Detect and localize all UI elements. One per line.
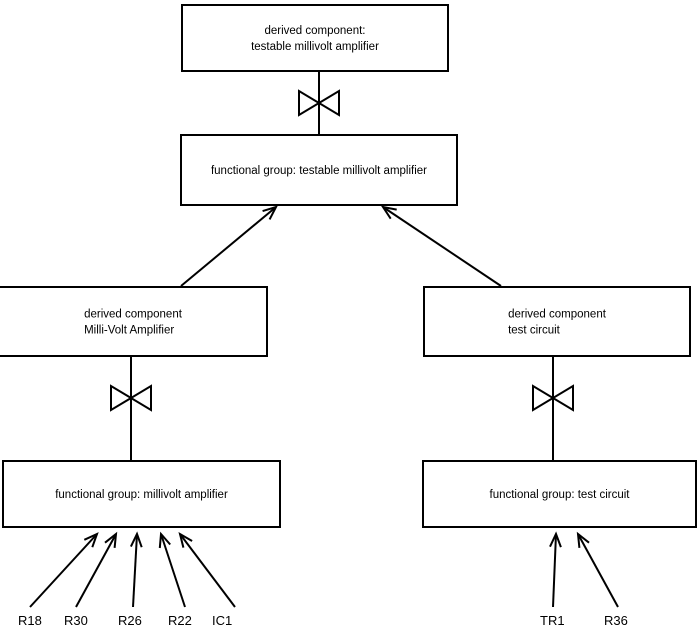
arrow-arrow-r36 xyxy=(576,531,619,608)
leaf-tr1: TR1 xyxy=(540,613,565,628)
arrow-head xyxy=(158,531,171,549)
bowtie-left-triangle xyxy=(110,384,133,412)
node-box[interactable] xyxy=(181,4,449,72)
leaf-r18: R18 xyxy=(18,613,42,628)
node-box[interactable] xyxy=(423,286,691,357)
node-box[interactable] xyxy=(0,286,268,357)
arrow-shaft xyxy=(552,533,557,608)
bowtie-right-triangle xyxy=(129,384,152,412)
leaf-r30: R30 xyxy=(64,613,88,628)
arrow-arrow-r30 xyxy=(75,531,118,608)
arrow-shaft xyxy=(577,533,619,608)
arrow-shaft xyxy=(29,533,98,608)
node-label-line: functional group: millivolt amplifier xyxy=(55,489,228,501)
arrow-arrow-ic1 xyxy=(178,531,236,608)
arrow-head xyxy=(83,532,99,548)
arrows-layer xyxy=(29,205,619,608)
bowtie-icon xyxy=(532,384,574,412)
leaf-ic1: IC1 xyxy=(212,613,232,628)
arrow-shaft xyxy=(75,533,117,608)
arrow-shaft xyxy=(180,206,277,287)
bowtie-left-triangle xyxy=(532,384,555,412)
arrow-arrow-tr1 xyxy=(549,531,562,608)
bowtie-right-triangle xyxy=(551,384,574,412)
arrow-arrow-left-derived-to-top-fg xyxy=(180,205,278,287)
arrow-head xyxy=(129,531,143,548)
node-right-derived-component[interactable]: derived component test circuit xyxy=(423,286,691,357)
arrow-arrow-right-derived-to-top-fg xyxy=(380,205,502,287)
node-left-functional-group[interactable]: functional group: millivolt amplifier xyxy=(2,460,281,528)
arrow-shaft xyxy=(179,533,236,608)
arrow-head xyxy=(104,531,118,549)
node-label-line: test circuit xyxy=(508,325,561,337)
bowtie-icon xyxy=(298,89,340,117)
node-label-line: derived component xyxy=(84,309,183,321)
node-label-line: derived component xyxy=(508,309,607,321)
node-top-derived-component[interactable]: derived component: testable millivolt amp… xyxy=(181,4,449,72)
bowtie-icon xyxy=(110,384,152,412)
arrow-head xyxy=(178,531,193,548)
leaf-r36: R36 xyxy=(604,613,628,628)
bowtie-left-triangle xyxy=(298,89,321,117)
leaf-labels-layer: R18 R30 R26 R22 IC1 TR1 R36 xyxy=(18,613,628,628)
node-label-line: testable millivolt amplifier xyxy=(251,41,379,53)
node-label-line: functional group: test circuit xyxy=(490,489,631,501)
arrow-head xyxy=(576,531,590,549)
arrow-arrow-r18 xyxy=(29,532,99,608)
node-box[interactable] xyxy=(2,460,281,528)
node-top-functional-group[interactable]: functional group: testable millivolt amp… xyxy=(180,134,458,206)
node-label-line: functional group: testable millivolt amp… xyxy=(211,165,427,177)
arrow-shaft xyxy=(382,206,502,287)
node-label-line: derived component: xyxy=(264,25,365,37)
node-right-functional-group[interactable]: functional group: test circuit xyxy=(422,460,697,528)
node-box[interactable] xyxy=(422,460,697,528)
arrow-shaft xyxy=(160,533,186,608)
bowtie-right-triangle xyxy=(317,89,340,117)
arrow-arrow-r22 xyxy=(158,531,186,608)
edges-layer xyxy=(110,71,574,461)
arrow-arrow-r26 xyxy=(129,531,143,608)
node-box[interactable] xyxy=(180,134,458,206)
node-label-line: Milli-Volt Amplifier xyxy=(84,325,174,337)
arrow-head xyxy=(262,205,278,220)
boxes-layer: derived component: testable millivolt amp… xyxy=(0,4,697,528)
arrow-shaft xyxy=(132,533,138,608)
leaf-r22: R22 xyxy=(168,613,192,628)
leaf-r26: R26 xyxy=(118,613,142,628)
arrow-head xyxy=(380,205,397,220)
arrow-head xyxy=(549,531,562,548)
